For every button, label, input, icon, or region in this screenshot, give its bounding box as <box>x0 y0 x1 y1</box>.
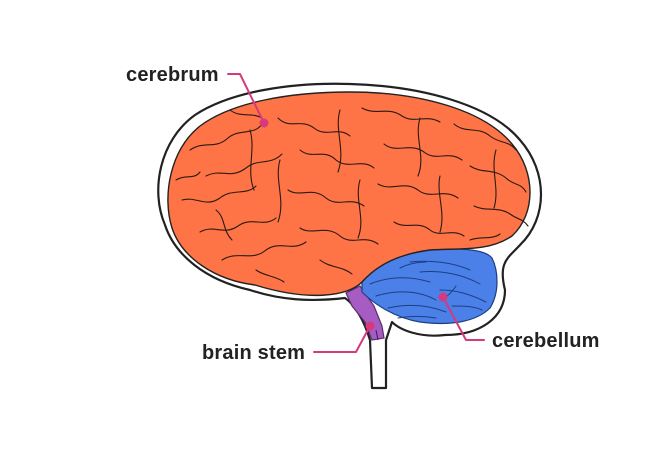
cerebrum-gyri <box>175 107 529 283</box>
cerebellum-folds <box>369 260 487 319</box>
cerebrum-shape <box>167 91 531 297</box>
cerebellum-marker <box>438 292 448 302</box>
label-cerebellum: cerebellum <box>492 330 600 352</box>
cerebrum-marker <box>259 118 269 128</box>
brain-stem-marker <box>365 321 375 331</box>
label-brain-stem: brain stem <box>202 342 306 364</box>
label-cerebrum: cerebrum <box>126 64 219 86</box>
cerebrum-leader <box>227 73 265 124</box>
cerebellum-leader <box>442 296 485 341</box>
brain-stem-leader <box>313 325 371 353</box>
brain-stem-line <box>375 329 379 341</box>
leader-lines <box>227 73 485 353</box>
